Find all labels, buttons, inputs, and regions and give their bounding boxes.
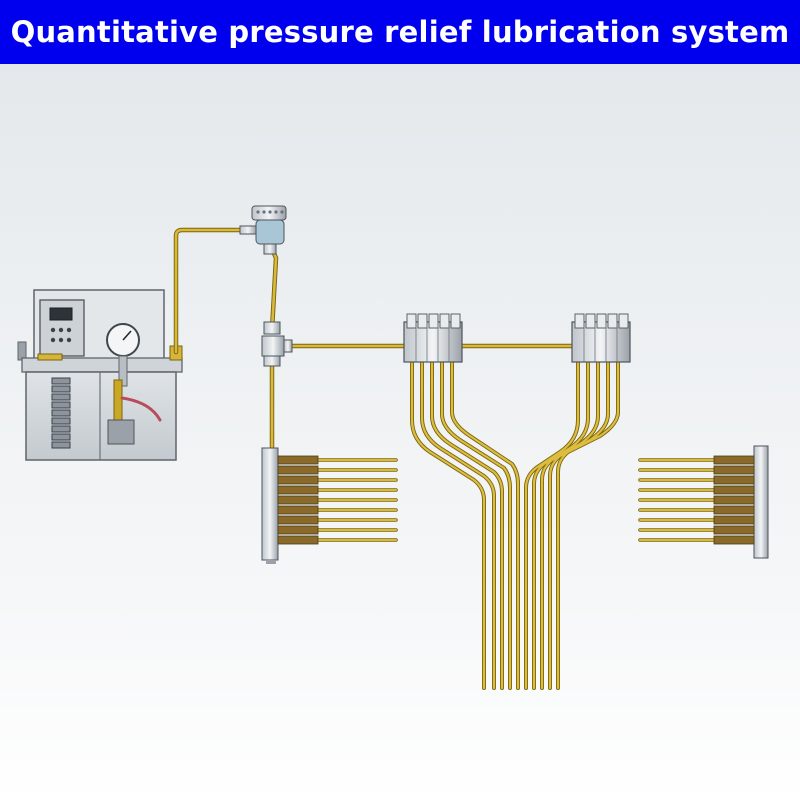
lubrication-system-diagram <box>17 205 769 690</box>
lubrication-pump-unit <box>17 289 183 461</box>
center-left-distributor-block <box>403 313 463 363</box>
tee-joint <box>261 321 293 367</box>
center-right-distributor-block <box>571 313 631 363</box>
main-feed-pipe <box>173 227 579 457</box>
title-banner: Quantitative pressure relief lubrication… <box>0 0 800 64</box>
pressure-gauge-icon <box>106 323 140 387</box>
pressure-switch <box>239 205 287 255</box>
center-branch-pipes <box>410 360 620 690</box>
page-title: Quantitative pressure relief lubrication… <box>10 15 790 49</box>
left-distributor-manifold <box>261 447 398 564</box>
right-distributor-manifold <box>638 445 769 559</box>
